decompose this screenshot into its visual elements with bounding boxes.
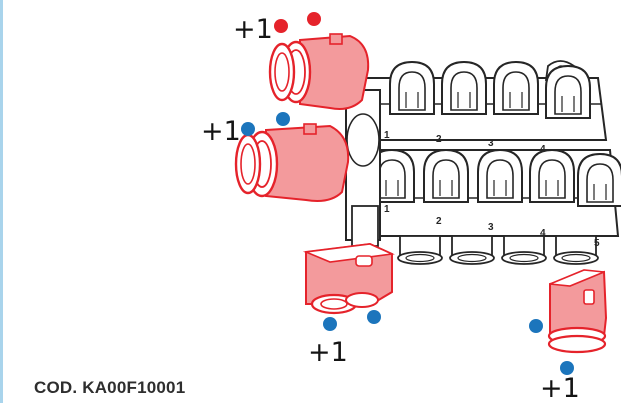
blue-dot — [560, 361, 574, 375]
port-number: 1 — [384, 130, 390, 141]
red-dot — [307, 12, 321, 26]
blue-dot — [367, 310, 381, 324]
blue-dot — [241, 122, 255, 136]
center-body — [345, 89, 381, 247]
port-numbers: 1 2 3 4 1 2 3 4 5 — [384, 130, 600, 249]
port-number: 4 — [540, 144, 546, 155]
indicator-dots — [241, 12, 574, 375]
port-number: 3 — [488, 222, 494, 233]
red-fitting-top — [268, 33, 370, 110]
quantity-label-bottom-center: +1 — [308, 337, 348, 368]
quantity-label-top-left: +1 — [233, 14, 273, 45]
rear-manifold-bar — [350, 60, 608, 141]
quantity-label-bottom-right: +1 — [540, 373, 580, 403]
red-fitting-middle — [234, 123, 350, 202]
port-number: 5 — [594, 238, 600, 249]
blue-dot — [323, 317, 337, 331]
quantity-label-mid-left: +1 — [201, 116, 241, 147]
red-dot — [274, 19, 288, 33]
port-number: 1 — [384, 204, 390, 215]
product-code: COD. KA00F10001 — [34, 378, 186, 397]
port-number: 3 — [488, 138, 494, 149]
port-number: 4 — [540, 228, 546, 239]
frame-left-border — [0, 0, 3, 403]
blue-dot — [276, 112, 290, 126]
red-fitting-bottom-center — [302, 242, 395, 315]
port-number: 2 — [436, 134, 442, 145]
port-number: 2 — [436, 216, 442, 227]
red-fitting-bottom-right — [547, 269, 608, 354]
blue-dot — [529, 319, 543, 333]
